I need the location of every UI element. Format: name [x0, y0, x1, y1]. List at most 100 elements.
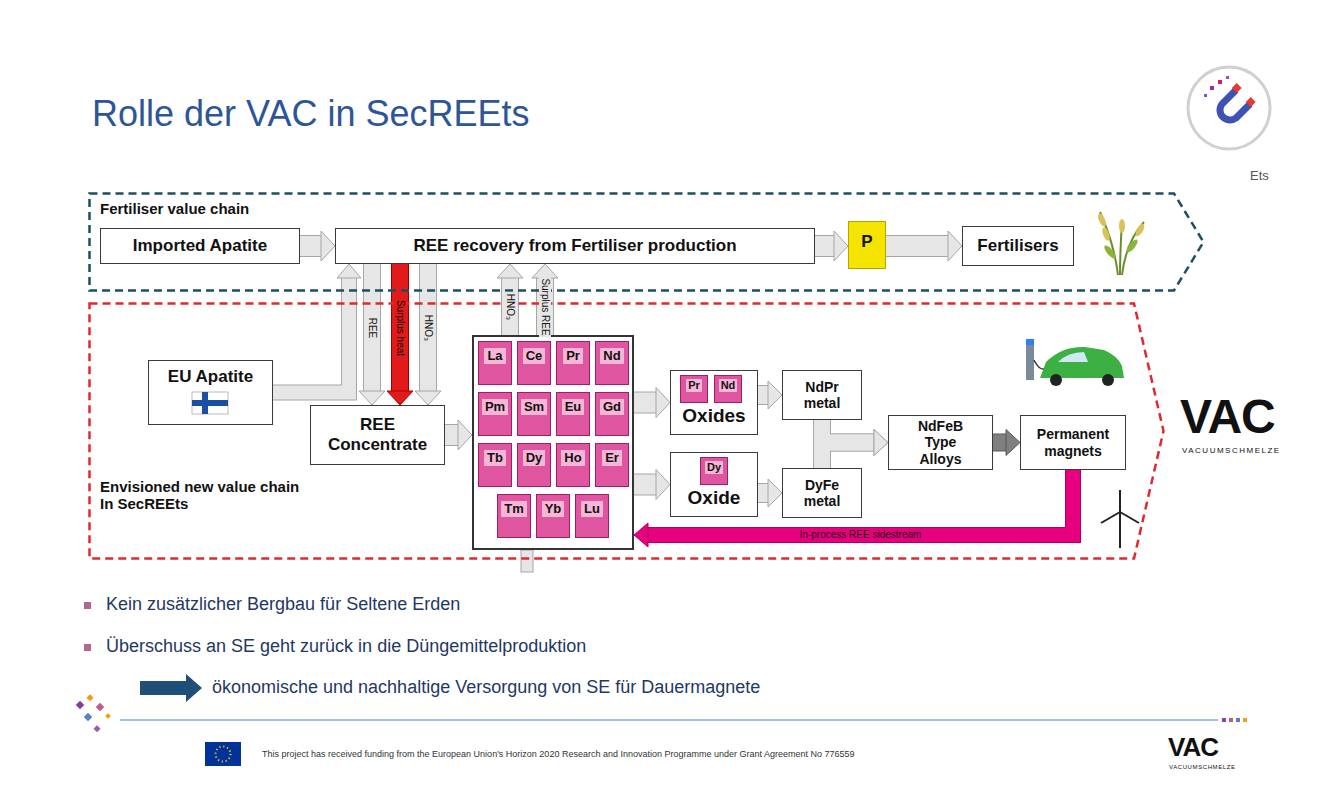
- element-tile: Pr: [556, 341, 590, 385]
- flow-arrow-outline: [758, 483, 768, 503]
- arrow-head: [634, 523, 648, 547]
- element-symbol: La: [484, 348, 505, 364]
- flow-arrow-outline: [634, 474, 656, 496]
- element-symbol: Yb: [542, 501, 565, 517]
- divider-line: [120, 719, 1218, 721]
- arrow-head: [1006, 430, 1020, 456]
- plant-grain: [1101, 226, 1111, 241]
- plant-leaf: [1125, 238, 1140, 254]
- plant-grain: [1096, 212, 1107, 227]
- conclusion-text: ökonomische und nachhaltige Versorgung v…: [212, 677, 760, 699]
- flow-arrow-outline: [419, 264, 437, 391]
- element-tile: Nd: [714, 375, 742, 403]
- flow-arrow: [993, 435, 1006, 451]
- turbine-blade: [1101, 512, 1120, 523]
- flow-arrow: [364, 264, 380, 391]
- element-symbol: Ce: [523, 348, 546, 364]
- logo-circle: [1188, 67, 1270, 149]
- logo-caption: Ets: [1250, 168, 1269, 184]
- arrow-head: [834, 231, 848, 261]
- arrow-head: [497, 264, 523, 278]
- flow-arrow-outline: [363, 264, 381, 391]
- flow-arrow: [502, 278, 518, 335]
- value-chain-band: Envisioned new value chain In SecREEtsEU…: [88, 302, 1165, 560]
- arrow-label: Surplus heat: [394, 297, 406, 357]
- logo-dot: [1218, 80, 1222, 84]
- process-box: Fertilisers: [962, 226, 1074, 266]
- bullet-marker: [84, 602, 91, 609]
- flow-arrow-outline: [391, 264, 409, 391]
- element-tile: Dy: [517, 443, 551, 487]
- flag-cross: [192, 400, 228, 406]
- band-heading: Envisioned new value chain In SecREEts: [100, 478, 308, 512]
- element-tile: Sm: [517, 392, 551, 436]
- element-tile: Er: [595, 443, 629, 487]
- band-outline: [90, 304, 1164, 559]
- corner-diamond: [93, 725, 100, 732]
- node-text: Imported Apatite: [133, 236, 267, 256]
- flow-arrow-outline: [758, 385, 768, 405]
- arrow-head: [948, 231, 962, 261]
- arrow-head: [768, 381, 782, 409]
- charger-top: [1026, 339, 1034, 345]
- magnet-icon: [1220, 90, 1250, 120]
- element-symbol: Nd: [600, 348, 623, 364]
- company-logo: VAC: [1180, 388, 1275, 446]
- turbine-blade: [1119, 490, 1121, 512]
- finnish-flag: [192, 392, 228, 414]
- flow-arrow-outline: [993, 434, 1006, 452]
- process-box: NdPr metal: [782, 370, 862, 420]
- arrow-head: [768, 479, 782, 507]
- node-text: Fertilisers: [977, 236, 1058, 256]
- oxide-box: OxidesPrNd: [670, 370, 758, 435]
- corner-diamond: [105, 713, 111, 719]
- element-symbol: Nd: [719, 379, 738, 392]
- flow-arrow: [822, 443, 874, 469]
- car-window: [1058, 352, 1088, 362]
- arrow-head: [337, 264, 361, 278]
- corner-diamond: [86, 694, 93, 701]
- process-box: REE Concentrate: [310, 405, 445, 465]
- element-symbol: Sm: [521, 399, 547, 415]
- arrow-head: [415, 391, 441, 405]
- element-tile: P: [848, 221, 886, 269]
- element-symbol: Lu: [581, 501, 603, 517]
- flow-arrow-outline: [501, 278, 519, 335]
- element-tile: Lu: [575, 494, 609, 538]
- node-text: Permanent magnets: [1035, 426, 1111, 458]
- element-symbol: Pm: [482, 399, 508, 415]
- divider-dot: [1236, 718, 1240, 722]
- flow-arrow-outline: [822, 443, 874, 469]
- eu-flag: [205, 742, 241, 766]
- flow-arrow-outline: [815, 235, 834, 257]
- process-box: DyFe metal: [782, 468, 862, 518]
- process-box: REE recovery from Fertiliser production: [335, 228, 815, 264]
- process-box: NdFeB Type Alloys: [888, 415, 993, 470]
- element-tile: Nd: [595, 341, 629, 385]
- element-symbol: Gd: [600, 399, 624, 415]
- element-symbol: Pr: [686, 379, 702, 392]
- magnet-pole: [1246, 97, 1256, 107]
- charger-post: [1026, 344, 1034, 380]
- magnet-pole: [1232, 83, 1242, 93]
- conclusion-arrow: [140, 674, 202, 702]
- element-symbol: Tm: [501, 501, 527, 517]
- arrow-head: [321, 231, 335, 261]
- bullet-text: Überschuss an SE geht zurück in die Düng…: [106, 636, 586, 658]
- element-tile: La: [478, 341, 512, 385]
- node-text: DyFe metal: [797, 477, 847, 509]
- arrow-head: [874, 430, 888, 456]
- flow-arrow: [815, 236, 834, 256]
- value-chain-band: Fertiliser value chainImported ApatiteRE…: [88, 192, 1205, 292]
- divider-dot: [1229, 718, 1233, 722]
- logo-dot: [1204, 94, 1207, 97]
- flow-arrow: [634, 393, 656, 413]
- arrow-label: HNO₃: [504, 291, 516, 321]
- flow-arrow: [420, 264, 436, 391]
- footer-logo: VAC: [1168, 732, 1218, 763]
- arrow-label: REE: [366, 315, 378, 340]
- arrow-head: [874, 430, 888, 456]
- element-tile: Yb: [536, 494, 570, 538]
- element-tile: Dy: [700, 457, 728, 485]
- corner-diamond: [76, 701, 84, 709]
